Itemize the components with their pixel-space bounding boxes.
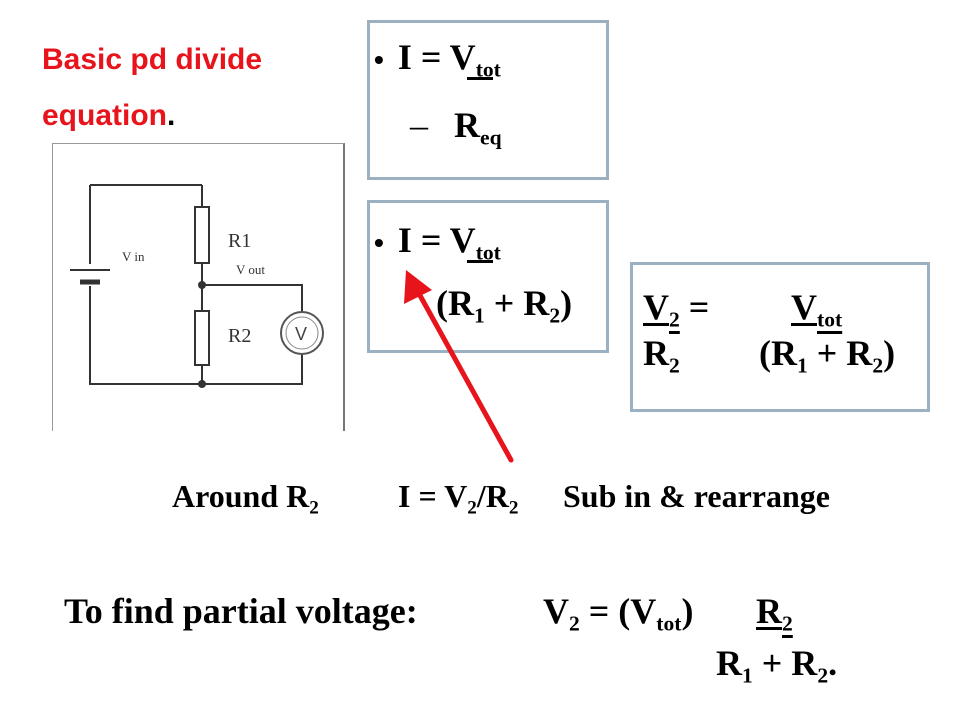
red-arrow-icon bbox=[404, 270, 514, 463]
final-numerator-r2: R2 bbox=[756, 591, 793, 636]
bullet-icon: • bbox=[374, 44, 384, 75]
current-v2-r2-equation: I = V2/R2 bbox=[398, 478, 519, 519]
title-line-1: Basic pd divide bbox=[42, 43, 263, 76]
box1-current-equation: •I = Vtot bbox=[374, 37, 501, 82]
box2-denominator: (R1 + R2) bbox=[436, 283, 573, 328]
vout-label: V out bbox=[236, 262, 265, 277]
partial-voltage-equation: V2 = (Vtot) bbox=[543, 591, 694, 636]
box3-vtot-term: Vtot bbox=[791, 287, 843, 332]
box3-v2-term: V2 = bbox=[643, 287, 710, 332]
box1-denominator: –Req bbox=[410, 105, 502, 150]
junction-dot-mid bbox=[198, 281, 206, 289]
voltmeter-label: V bbox=[295, 324, 307, 344]
r2-label: R2 bbox=[228, 325, 251, 347]
resistor-r2 bbox=[194, 310, 210, 366]
title-word-equation: equation bbox=[42, 99, 167, 132]
vin-label: V in bbox=[122, 249, 145, 264]
circuit-frame bbox=[52, 143, 345, 431]
bullet-icon: • bbox=[374, 227, 384, 258]
title-period: . bbox=[167, 99, 176, 132]
circuit-diagram: V in R1 V out R2 V bbox=[70, 184, 324, 388]
around-r2-text: Around R2 bbox=[172, 478, 319, 519]
final-denominator: R1 + R2. bbox=[716, 643, 838, 688]
title-line-2: equation. bbox=[42, 88, 362, 144]
slide-title: Basic pd divide equation. bbox=[42, 32, 362, 144]
box2-current-equation: •I = Vtot bbox=[374, 220, 501, 265]
sub-in-rearrange-text: Sub in & rearrange bbox=[563, 478, 830, 514]
voltmeter-inner-ring bbox=[285, 316, 319, 350]
wire-meter-top bbox=[202, 284, 303, 312]
resistor-r1 bbox=[194, 206, 210, 264]
box3-r2-term: R2 bbox=[643, 333, 680, 378]
wire-meter-bottom bbox=[202, 354, 303, 385]
junction-dot-bottom bbox=[198, 380, 206, 388]
wire-left-bottom bbox=[89, 286, 202, 385]
equation-box-1: •I = Vtot –Req bbox=[367, 20, 609, 180]
equation-box-3: V2 = Vtot R2 (R1 + R2) bbox=[630, 262, 930, 412]
fraction-bar bbox=[467, 77, 493, 80]
partial-voltage-label: To find partial voltage: bbox=[64, 591, 418, 631]
box3-denominator: (R1 + R2) bbox=[759, 333, 896, 378]
fraction-bar bbox=[467, 260, 493, 263]
r1-label: R1 bbox=[228, 230, 251, 252]
